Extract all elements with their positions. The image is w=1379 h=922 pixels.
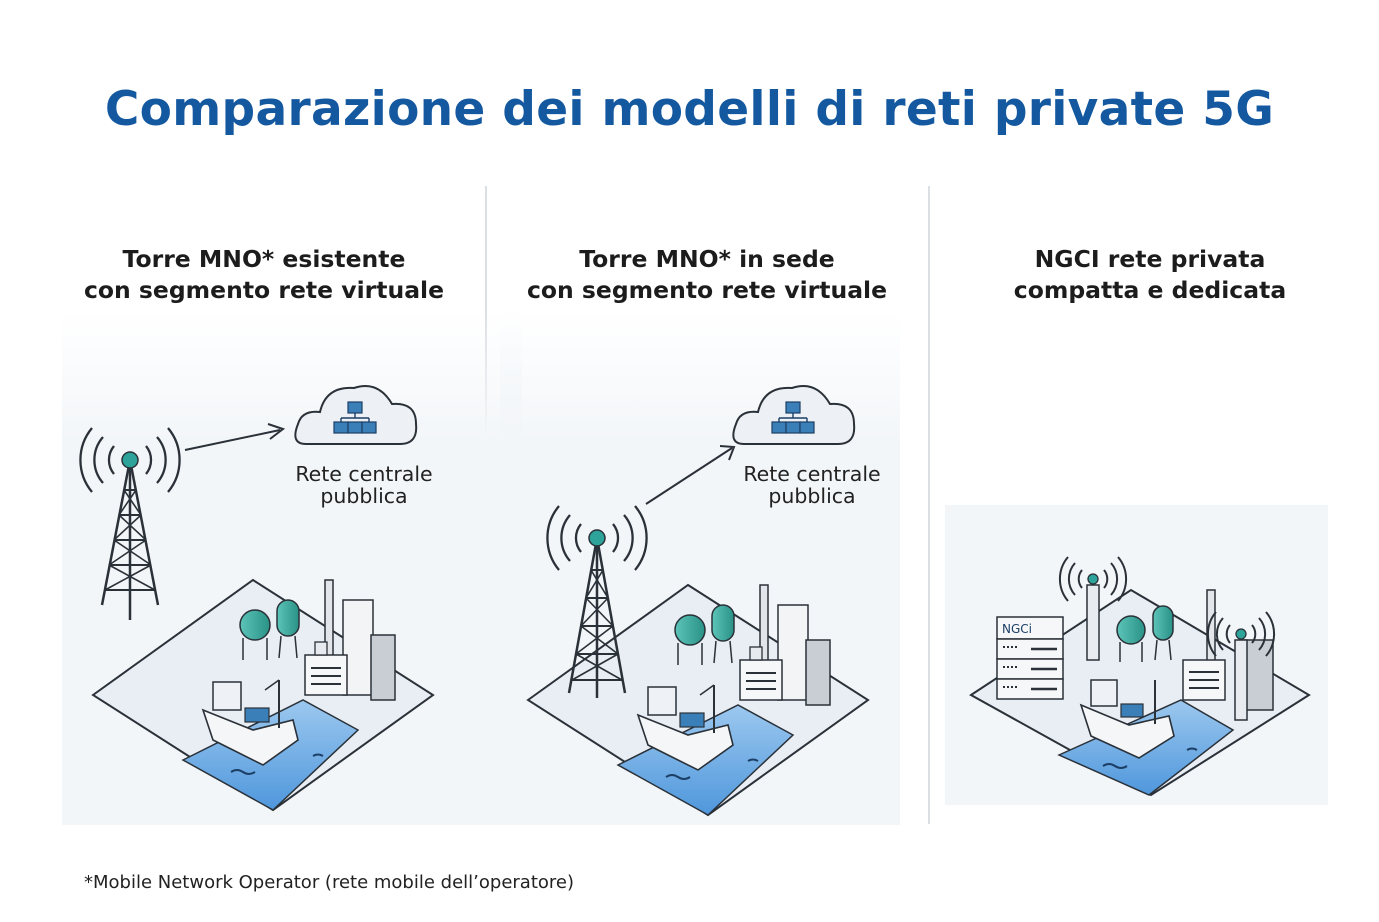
page-title: Comparazione dei modelli di reti private…	[104, 82, 1275, 137]
heading-line: NGCI rete privata	[1034, 245, 1266, 273]
factory-buildings-icon	[304, 579, 396, 701]
factory-buildings-icon	[739, 584, 831, 706]
small-antenna-icon	[1058, 556, 1128, 661]
panel-existing-tower: Rete centrale pubblica	[62, 310, 522, 825]
cell-tower-icon	[79, 427, 181, 620]
heading-line: Torre MNO* in sede	[579, 245, 835, 273]
heading-line: con segmento rete virtuale	[83, 276, 445, 304]
server-label: NGCi	[1002, 622, 1032, 636]
footnote: *Mobile Network Operator (rete mobile de…	[84, 872, 574, 893]
cloud-label-line: Rete centrale	[295, 462, 433, 486]
heading-line: con segmento rete virtuale	[526, 276, 888, 304]
industrial-site-illustration	[526, 583, 870, 817]
cloud-network-icon	[294, 385, 418, 445]
cargo-ship-icon	[201, 679, 299, 766]
heading-line: Torre MNO* esistente	[122, 245, 406, 273]
column-heading: Torre MNO* esistente con segmento rete v…	[44, 244, 484, 306]
column-heading: NGCI rete privata compatta e dedicata	[930, 244, 1370, 306]
cargo-ship-icon	[1079, 679, 1175, 759]
cloud-label: Rete centrale pubblica	[712, 463, 912, 507]
column-heading: Torre MNO* in sede con segmento rete vir…	[487, 244, 927, 306]
cloud-label-line: pubblica	[320, 484, 408, 508]
arrow-icon	[184, 429, 281, 451]
storage-tank-icon	[1116, 605, 1174, 662]
cloud-label-line: Rete centrale	[743, 462, 881, 486]
storage-tank-icon	[674, 604, 735, 665]
cloud-label-line: pubblica	[768, 484, 856, 508]
cloud-network-icon	[732, 385, 856, 445]
cell-tower-icon	[546, 505, 648, 698]
cloud-label: Rete centrale pubblica	[264, 463, 464, 507]
column-divider	[928, 186, 930, 824]
heading-line: compatta e dedicata	[1013, 276, 1287, 304]
server-rack-icon: NGCi	[996, 616, 1064, 700]
storage-tank-icon	[239, 599, 300, 660]
small-antenna-icon	[1206, 611, 1276, 721]
cargo-ship-icon	[636, 684, 734, 771]
panel-ngci-private: NGCi	[945, 505, 1345, 825]
panel-onsite-tower: Rete centrale pubblica	[500, 310, 960, 825]
arrow-icon	[645, 447, 733, 505]
industrial-site-illustration	[91, 578, 435, 812]
factory-buildings-icon	[1182, 589, 1274, 711]
